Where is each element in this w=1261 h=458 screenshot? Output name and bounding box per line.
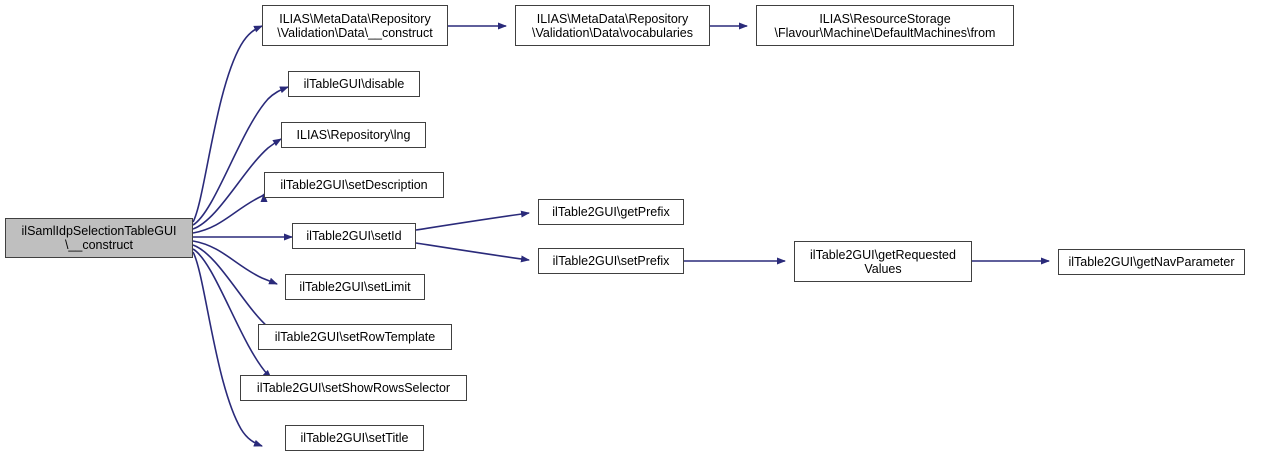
graph-node-setRowTemplate[interactable]: ilTable2GUI\setRowTemplate (258, 324, 452, 350)
graph-edge-root-to-disable (192, 86, 289, 226)
graph-node-label: ILIAS\MetaData\Repository \Validation\Da… (277, 11, 433, 40)
graph-node-getPrefix[interactable]: ilTable2GUI\getPrefix (538, 199, 684, 225)
graph-edge-root-to-setShowRowsSelector (192, 248, 272, 379)
graph-edge-setId-to-getPrefix (415, 210, 530, 231)
graph-node-getNavParameter[interactable]: ilTable2GUI\getNavParameter (1058, 249, 1245, 275)
graph-node-label: ilTable2GUI\setDescription (280, 178, 428, 192)
graph-node-label: ILIAS\MetaData\Repository \Validation\Da… (532, 11, 693, 40)
graph-node-label: ilSamlIdpSelectionTableGUI \__construct (21, 224, 177, 252)
graph-node-disable[interactable]: ilTableGUI\disable (288, 71, 420, 97)
graph-node-setPrefix[interactable]: ilTable2GUI\setPrefix (538, 248, 684, 274)
graph-edge-root-to-setDescription (192, 193, 268, 234)
graph-node-label: ilTable2GUI\getNavParameter (1068, 255, 1235, 269)
graph-node-label: ilTableGUI\disable (303, 77, 405, 91)
graph-node-md_construct[interactable]: ILIAS\MetaData\Repository \Validation\Da… (262, 5, 448, 46)
graph-node-lng[interactable]: ILIAS\Repository\lng (281, 122, 426, 148)
graph-node-label: ILIAS\ResourceStorage \Flavour\Machine\D… (774, 11, 996, 40)
graph-node-from[interactable]: ILIAS\ResourceStorage \Flavour\Machine\D… (756, 5, 1014, 46)
graph-node-label: ilTable2GUI\setId (306, 229, 402, 243)
graph-edge-setId-to-setPrefix (415, 242, 530, 263)
graph-node-getRequestedValues[interactable]: ilTable2GUI\getRequested Values (794, 241, 972, 282)
graph-edge-root-to-lng (192, 138, 282, 230)
graph-node-setLimit[interactable]: ilTable2GUI\setLimit (285, 274, 425, 300)
graph-edge-root-to-setTitle (192, 251, 263, 447)
graph-node-label: ilTable2GUI\getPrefix (552, 205, 670, 219)
graph-node-label: ilTable2GUI\setShowRowsSelector (256, 381, 451, 395)
graph-node-label: ilTable2GUI\getRequested Values (810, 247, 956, 276)
graph-node-setDescription[interactable]: ilTable2GUI\setDescription (264, 172, 444, 198)
graph-node-setTitle[interactable]: ilTable2GUI\setTitle (285, 425, 424, 451)
graph-node-label: ILIAS\Repository\lng (296, 128, 411, 142)
graph-node-label: ilTable2GUI\setRowTemplate (274, 330, 436, 344)
graph-node-root[interactable]: ilSamlIdpSelectionTableGUI \__construct (5, 218, 193, 258)
graph-node-setShowRowsSelector[interactable]: ilTable2GUI\setShowRowsSelector (240, 375, 467, 401)
graph-node-label: ilTable2GUI\setPrefix (552, 254, 670, 268)
graph-node-setId[interactable]: ilTable2GUI\setId (292, 223, 416, 249)
graph-edge-root-to-setLimit (192, 240, 278, 285)
graph-node-vocabularies[interactable]: ILIAS\MetaData\Repository \Validation\Da… (515, 5, 710, 46)
graph-edge-root-to-md_construct (192, 25, 263, 223)
graph-node-label: ilTable2GUI\setLimit (299, 280, 411, 294)
graph-node-label: ilTable2GUI\setTitle (300, 431, 409, 445)
